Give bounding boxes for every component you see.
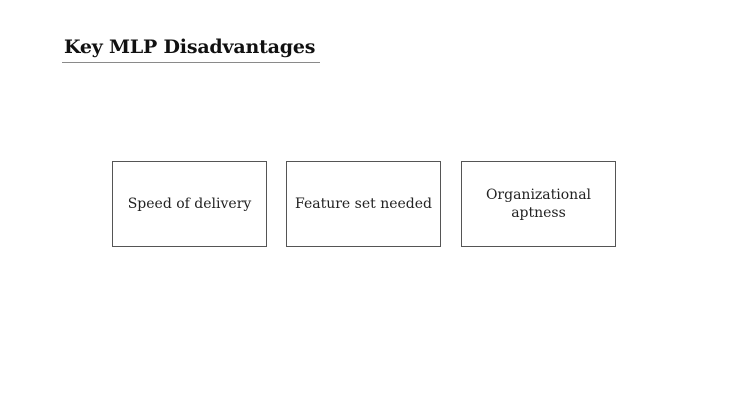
- title-underline: [62, 62, 320, 63]
- disadvantage-box-organizational: Organizational aptness: [461, 161, 616, 247]
- slide-title: Key MLP Disadvantages: [64, 36, 316, 58]
- disadvantage-box-feature-set: Feature set needed: [286, 161, 441, 247]
- disadvantage-label: Organizational aptness: [485, 187, 592, 221]
- disadvantage-label: Speed of delivery: [127, 196, 252, 212]
- disadvantage-label: Feature set needed: [295, 196, 432, 212]
- disadvantage-box-speed: Speed of delivery: [112, 161, 267, 247]
